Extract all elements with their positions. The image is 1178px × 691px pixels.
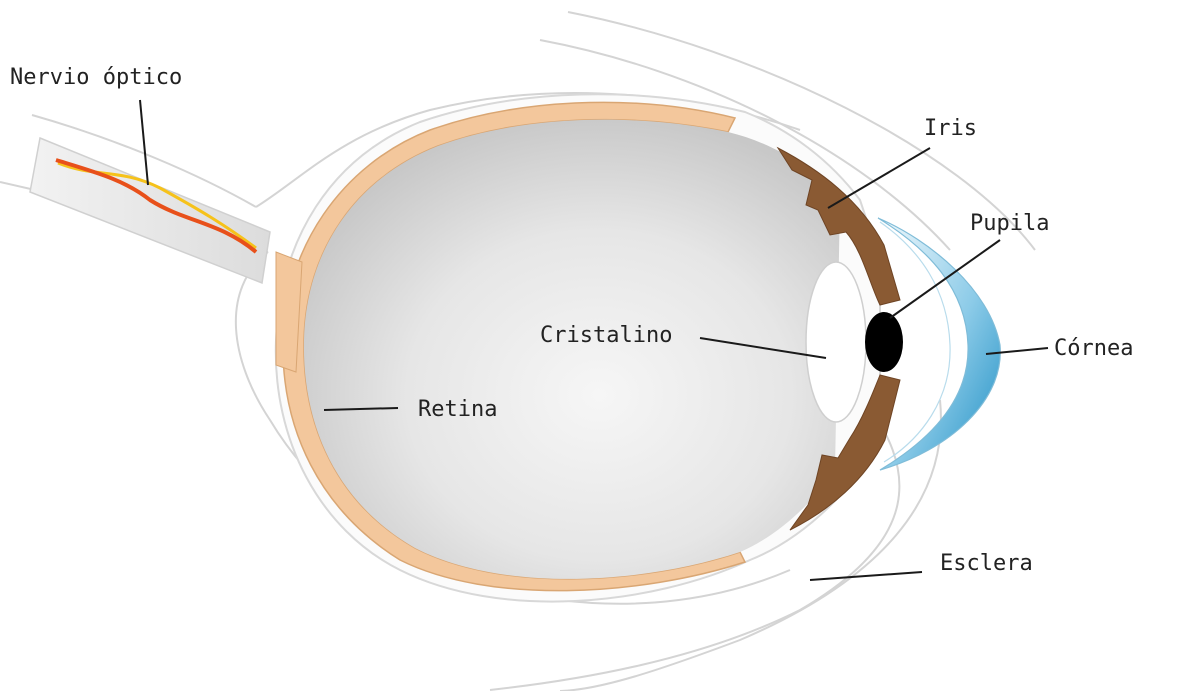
optic-nerve-leader: [140, 100, 148, 185]
iris-leader: [828, 148, 930, 208]
vitreous-body: [304, 120, 840, 579]
iris-label: Iris: [924, 116, 977, 141]
pupil: [865, 312, 903, 372]
optic-nerve: [30, 138, 270, 283]
sclera-label: Esclera: [940, 551, 1033, 576]
lens: [806, 262, 866, 422]
optic-nerve-label: Nervio óptico: [10, 65, 182, 90]
cornea-label: Córnea: [1054, 336, 1133, 361]
retina-label: Retina: [418, 397, 497, 422]
pupil-label: Pupila: [970, 211, 1049, 236]
lens-label: Cristalino: [540, 323, 672, 348]
sclera-leader: [810, 572, 922, 580]
